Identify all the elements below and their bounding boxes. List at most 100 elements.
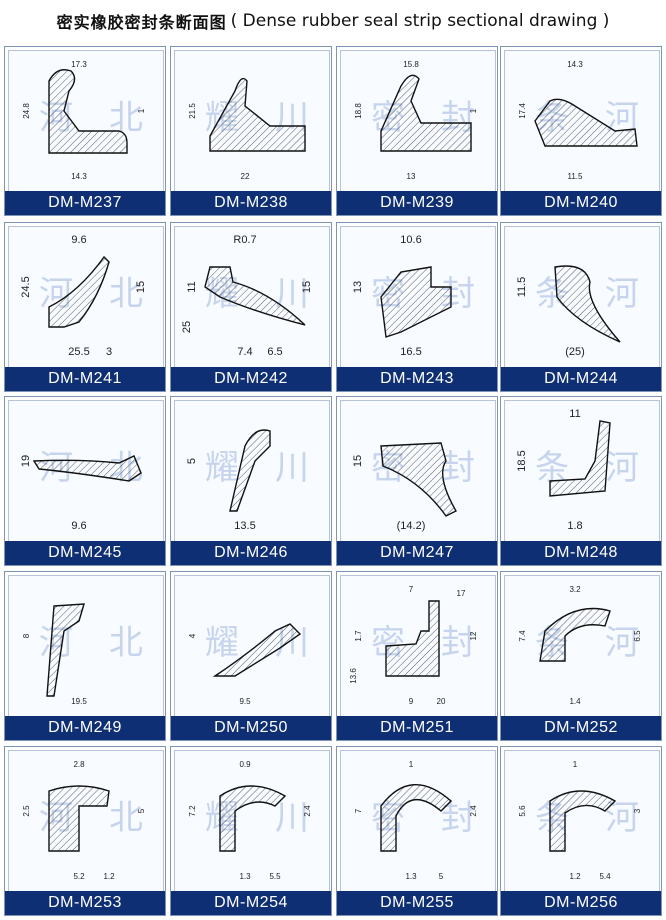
watermark-glyph: 封 xyxy=(441,623,475,663)
dimension-label: 9.6 xyxy=(71,520,86,532)
dimension-label: 5.5 xyxy=(269,872,281,881)
model-label: DM-M249 xyxy=(5,716,165,740)
dimension-label: 19.5 xyxy=(71,697,87,706)
dimension-label: 4 xyxy=(188,633,197,638)
seal-profile xyxy=(48,255,110,328)
seal-profile xyxy=(48,785,110,852)
drawing-grid: 河北24.814.317.31DM-M237耀川21.522DM-M238密封1… xyxy=(4,46,662,920)
seal-profile xyxy=(219,785,287,852)
seal-profile-svg: 条河18.51.811 xyxy=(516,408,639,532)
seal-profile xyxy=(385,600,440,677)
model-label: DM-M252 xyxy=(501,716,661,740)
dimension-label: 17.3 xyxy=(71,60,87,69)
model-label: DM-M253 xyxy=(5,891,165,915)
section-drawing: 条河17.411.514.3 xyxy=(504,50,660,192)
model-label: DM-M237 xyxy=(5,191,165,215)
model-label: DM-M241 xyxy=(5,367,165,391)
dimension-label: 1 xyxy=(137,108,146,113)
section-drawing: 河北2.55.22.851.2 xyxy=(8,750,164,892)
seal-profile xyxy=(380,266,452,338)
dimension-label: 1.8 xyxy=(567,520,582,532)
watermark-glyph: 北 xyxy=(109,274,143,314)
seal-profile-svg: 河北199.6 xyxy=(20,448,143,532)
dimension-label: 25 xyxy=(181,321,193,333)
model-label: DM-M248 xyxy=(501,541,661,565)
dimension-label: 14.3 xyxy=(71,172,87,181)
model-label: DM-M242 xyxy=(171,367,331,391)
dimension-label: (14.2) xyxy=(397,520,426,532)
dimension-label: 22 xyxy=(241,172,250,181)
seal-profile-svg: 条河17.411.514.3 xyxy=(518,60,639,181)
watermark-glyph: 川 xyxy=(275,448,309,488)
seal-card: 密封15(14.2)DM-M247 xyxy=(336,396,498,566)
watermark-glyph: 北 xyxy=(109,798,143,838)
seal-profile-svg: 河北2.55.22.851.2 xyxy=(22,760,146,881)
dimension-label: 24.5 xyxy=(20,276,32,297)
watermark-glyph: 河 xyxy=(605,274,639,314)
watermark-glyph: 耀 xyxy=(205,623,239,663)
model-label: DM-M256 xyxy=(501,891,661,915)
model-label: DM-M250 xyxy=(171,716,331,740)
seal-profile-svg: 密封71.312.45 xyxy=(354,760,478,881)
dimension-label: 1.2 xyxy=(103,872,115,881)
dimension-label: 13.5 xyxy=(234,520,255,532)
dimension-label: 7 xyxy=(409,585,414,594)
seal-profile-svg: 条河7.41.43.26.5 xyxy=(518,585,642,706)
seal-profile xyxy=(204,266,306,326)
dimension-label: 1 xyxy=(469,108,478,113)
watermark-glyph: 川 xyxy=(275,798,309,838)
seal-profile xyxy=(48,69,128,154)
section-drawing: 密封71.312.45 xyxy=(340,750,496,892)
seal-profile xyxy=(549,790,617,852)
dimension-label: 15 xyxy=(352,455,364,467)
title-chinese: 密实橡胶密封条断面图 xyxy=(56,13,227,32)
dimension-label: 15.8 xyxy=(403,60,419,69)
dimension-label: 11.5 xyxy=(516,277,528,298)
dimension-label: 19 xyxy=(20,455,32,467)
seal-profile xyxy=(209,77,306,152)
seal-profile xyxy=(549,420,611,497)
dimension-label: 20 xyxy=(437,697,446,706)
watermark-glyph: 河 xyxy=(605,623,639,663)
dimension-label: 5 xyxy=(439,872,444,881)
dimension-label: 16.5 xyxy=(400,346,421,358)
model-label: DM-M239 xyxy=(337,191,497,215)
seal-profile-svg: 密封1316.510.6 xyxy=(352,234,475,358)
dimension-label: 7.4 xyxy=(237,346,252,358)
seal-profile-svg: 耀川7.21.30.92.45.5 xyxy=(188,760,312,881)
dimension-label: 15 xyxy=(301,281,313,293)
model-label: DM-M251 xyxy=(337,716,497,740)
dimension-label: 10.6 xyxy=(400,234,421,246)
section-drawing: 耀川21.522 xyxy=(174,50,330,192)
seal-card: 河北199.6DM-M245 xyxy=(4,396,166,566)
dimension-label: 6.5 xyxy=(267,346,282,358)
seal-profile-svg: 密封15(14.2) xyxy=(352,442,475,532)
seal-card: 条河17.411.514.3DM-M240 xyxy=(500,46,662,216)
dimension-label: 1.4 xyxy=(569,697,581,706)
dimension-label: 7 xyxy=(354,808,363,813)
dimension-label: 15 xyxy=(135,281,147,293)
dimension-label: 1.2 xyxy=(569,872,581,881)
dimension-label: R0.7 xyxy=(233,234,256,246)
seal-card: 河北2.55.22.851.2DM-M253 xyxy=(4,746,166,916)
dimension-label: 17.4 xyxy=(518,103,527,119)
seal-profile xyxy=(380,442,457,517)
section-drawing: 密封1316.510.6 xyxy=(340,226,496,368)
dimension-label: 17 xyxy=(457,589,466,598)
dimension-label: 5.6 xyxy=(518,805,527,817)
